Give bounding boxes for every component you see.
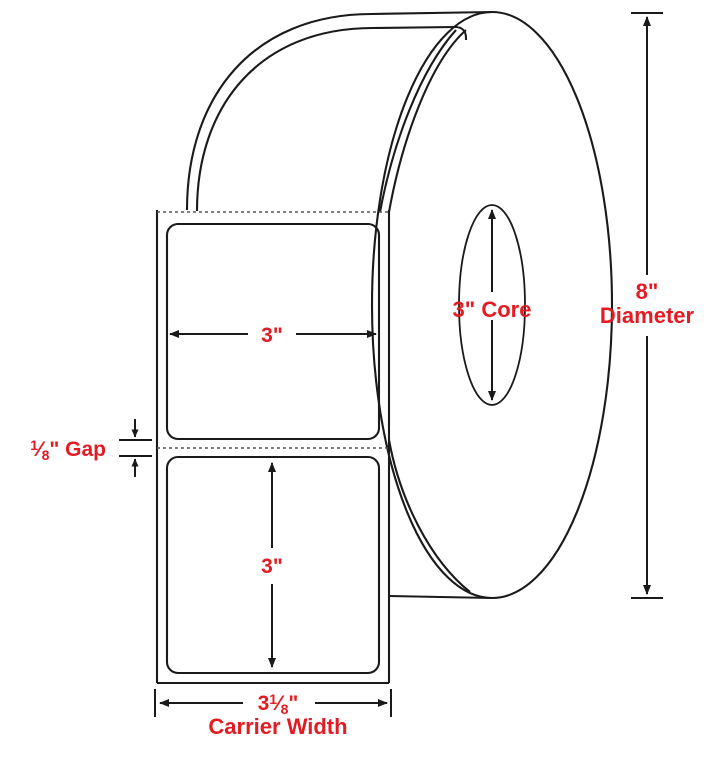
gap-suffix: " Gap — [49, 438, 106, 461]
roll-web-right-inner — [378, 29, 457, 213]
roll-top-carrier-edge — [185, 10, 493, 211]
roll-diameter-value: 8" — [636, 279, 659, 304]
label-height-text: 3" — [261, 555, 283, 578]
gap-text: 1⁄8" Gap — [30, 437, 106, 463]
gap-fraction-numerator: 1 — [30, 437, 38, 453]
roll-bottom-tangent — [388, 594, 493, 600]
dimension-gap — [119, 419, 152, 477]
die-cut-gap-lines — [157, 211, 389, 449]
roll-web-right-edge — [387, 29, 467, 213]
gap-fraction-denominator: 8 — [42, 447, 50, 463]
roll-core — [458, 204, 526, 406]
roll-diameter-caption: Diameter — [600, 303, 695, 328]
carrier-width-numerator: 1 — [269, 691, 277, 707]
roll-web-lower-right-edge — [387, 439, 471, 593]
label-carrier-web — [155, 210, 391, 685]
label-lower — [165, 455, 381, 675]
carrier-width-whole: 3 — [258, 692, 270, 715]
carrier-width-suffix: " — [288, 692, 298, 715]
dimension-roll-diameter — [631, 12, 663, 599]
core-ellipse — [458, 204, 526, 406]
label-upper — [165, 222, 381, 441]
carrier-width-caption: Carrier Width — [208, 714, 347, 739]
label-width-text: 3" — [261, 324, 283, 347]
dimension-carrier-width — [154, 689, 392, 717]
roll-top-label-edge — [195, 25, 468, 212]
roll-body — [185, 10, 614, 600]
carrier-width-denominator: 8 — [281, 701, 289, 717]
core-text: 3" Core — [453, 297, 532, 322]
